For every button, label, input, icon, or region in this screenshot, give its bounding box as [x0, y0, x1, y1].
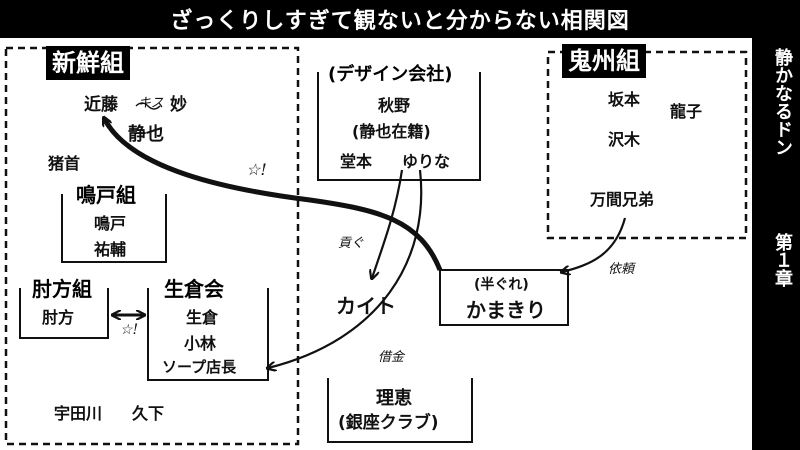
member-tae: 妙: [170, 95, 187, 115]
member-sawaki: 沢木: [608, 130, 641, 149]
kiss-annotation: キス: [138, 96, 164, 111]
ikura-label: 生倉会: [158, 272, 230, 306]
irai-annotation: 依頼: [608, 262, 635, 277]
member-yusuke: 祐輔: [94, 240, 127, 259]
kishu-label: 鬼州組: [562, 44, 646, 78]
chapter-label: 第１章: [772, 233, 793, 287]
member-sakamoto: 坂本: [608, 90, 641, 109]
member-akino: 秋野: [378, 96, 411, 115]
shinsengumi-label: 新鮮組: [46, 46, 130, 80]
design-label: (デザイン会社): [322, 58, 459, 92]
doumoto-to-kaito-arrow: [372, 169, 404, 278]
shakkin-annotation: 借金: [378, 350, 405, 365]
page-title: ざっくりしすぎて観ないと分からない相関図: [0, 0, 800, 38]
member-hijikata: 肘方: [42, 308, 75, 327]
member-udagawa: 宇田川: [54, 404, 103, 423]
kamakiri-note: (半ぐれ): [474, 277, 529, 293]
rie-club: (銀座クラブ): [338, 413, 439, 433]
member-kusaka: 久下: [132, 404, 165, 423]
member-ikubi: 猪首: [48, 154, 81, 173]
member-kondo: 近藤: [84, 95, 118, 115]
kaito-name: カイト: [336, 294, 396, 318]
member-ryuko: 龍子: [670, 102, 703, 121]
yurina-to-soap-arrow: [268, 169, 423, 368]
member-shizuya: 静也: [128, 124, 164, 145]
member-naruto: 鳴戸: [94, 214, 127, 233]
mitsugu-annotation: 貢ぐ: [338, 236, 365, 251]
series-title: 静かなるドン: [772, 48, 793, 156]
rie-name: 理恵: [376, 388, 412, 409]
member-manma-brothers: 万間兄弟: [590, 190, 655, 209]
kamakiri-name: かまきり: [466, 298, 546, 322]
member-soap-manager: ソープ店長: [162, 358, 237, 376]
member-doumoto: 堂本: [340, 152, 373, 171]
punch-annotation-1: ☆!: [246, 160, 267, 179]
kishu-box: [546, 50, 748, 240]
member-akino-note: (静也在籍): [352, 122, 431, 141]
hijikata-label: 肘方組: [26, 272, 98, 306]
punch-annotation-2: ☆!: [120, 322, 139, 338]
member-kobayashi: 小林: [184, 334, 217, 353]
member-yurina: ゆりな: [402, 152, 451, 171]
naruto-label: 鳴戸組: [70, 178, 142, 212]
member-ikura: 生倉: [186, 308, 219, 327]
side-banner: 静かなるドン 第１章: [752, 38, 800, 450]
